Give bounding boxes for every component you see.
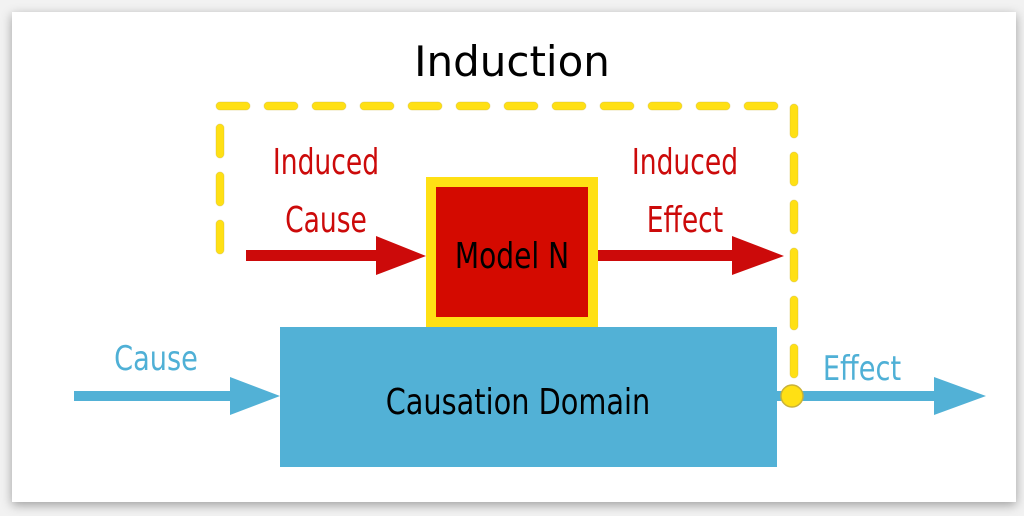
model-n-label: Model N: [455, 235, 569, 277]
induced-effect-arrow: [598, 236, 784, 275]
causation-domain-box: [280, 327, 777, 467]
induced-effect-label-line1: Induced: [632, 140, 738, 183]
causation-domain-label: Causation Domain: [386, 381, 651, 423]
induced-cause-label-line1: Induced: [273, 140, 379, 183]
effect-arrow: [777, 377, 986, 415]
induction-junction-dot: [780, 384, 804, 408]
induction-loop-fill: [216, 102, 798, 398]
induced-cause-arrow: [246, 236, 426, 275]
effect-label: Effect: [823, 349, 901, 389]
induced-effect-label-line2: Effect: [647, 198, 723, 241]
diagram-title: Induction: [414, 37, 610, 86]
cause-label: Cause: [114, 339, 198, 379]
induced-cause-label-line2: Cause: [285, 198, 367, 241]
model-n-box: [436, 187, 588, 317]
cause-arrow: [74, 377, 280, 415]
